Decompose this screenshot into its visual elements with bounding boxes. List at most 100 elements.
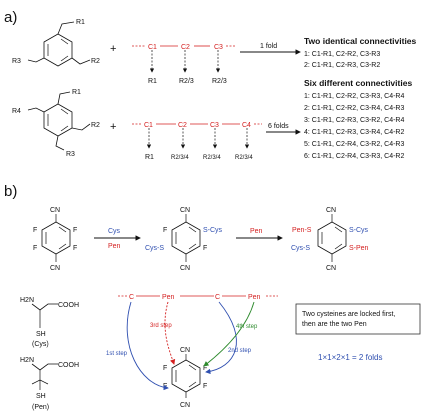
plus-sign-1: +	[110, 43, 116, 55]
m2-cys-s: Cys-S	[145, 245, 164, 252]
chain-node-pen-2: Pen	[248, 294, 261, 301]
different-item-2: 2: C1-R1, C2-R2, C3-R4, C4-R3	[304, 105, 404, 112]
tetrafluoro-dicyanobenzene	[41, 214, 71, 262]
note-text: Two cysteines are locked first, then are…	[302, 311, 397, 328]
plus-sign-2: +	[110, 121, 116, 133]
chain1-sub-1: R2/3	[179, 78, 194, 85]
different-item-5: 5: C1-R1, C2-R4, C3-R2, C4-R3	[304, 141, 404, 148]
core-cn-bottom: CN	[180, 402, 190, 409]
chain-node-pen-1: Pen	[162, 294, 175, 301]
chain-1	[132, 45, 236, 73]
m2-f-1: F	[163, 227, 167, 234]
pen-sh: SH	[36, 393, 46, 400]
different-item-1: 1: C1-R1, C2-R2, C3-R3, C4-R4	[304, 93, 404, 100]
step-4-label: 4th step	[236, 324, 258, 330]
m1-f-1: F	[33, 227, 37, 234]
mol2-sub-r3: R3	[66, 151, 75, 158]
note-line-2: then are the two Pen	[302, 321, 367, 328]
chain-node-c-2: C	[215, 294, 220, 301]
bis-cys-intermediate	[171, 214, 201, 262]
step1-arrow-curve	[126, 301, 169, 391]
core-cn-top: CN	[180, 347, 190, 354]
cys-name: (Cys)	[32, 341, 49, 348]
chain1-node-c1: C1	[148, 44, 157, 51]
m3-cys-s: Cys-S	[291, 245, 310, 252]
reagent-pen-1: Pen	[108, 243, 121, 250]
step-3-label: 3rd step	[150, 323, 172, 329]
m3-cn-top: CN	[326, 207, 336, 214]
core-f-2: F	[163, 383, 167, 390]
pen-h2n: H2N	[20, 357, 34, 364]
m1-f-3: F	[73, 227, 77, 234]
pen-cooh: COOH	[58, 362, 79, 369]
reagent-cys: Cys	[108, 228, 121, 235]
m2-cn-top: CN	[180, 207, 190, 214]
m3-pen-s: Pen-S	[292, 227, 312, 234]
core-f-4: F	[203, 383, 207, 390]
chain2-sub-3: R2/3/4	[235, 155, 253, 161]
m3-s-cys: S-Cys	[349, 227, 369, 234]
tetra-benzene-structure	[27, 91, 91, 151]
tri-benzene-structure	[27, 21, 91, 67]
chain2-node-c1: C1	[144, 122, 153, 129]
core-f-1: F	[163, 365, 167, 372]
chain1-node-c3: C3	[214, 44, 223, 51]
step-1-label: 1st step	[106, 351, 128, 357]
mol1-sub-r1: R1	[76, 19, 85, 26]
cys-sh: SH	[36, 331, 46, 338]
core-f-3: F	[203, 365, 207, 372]
chain2-sub-2: R2/3/4	[203, 155, 221, 161]
chain-node-c-1: C	[129, 294, 134, 301]
chain-2	[132, 123, 262, 149]
different-item-4: 4: C1-R1, C2-R3, C3-R4, C4-R2	[304, 129, 404, 136]
m2-s-cys: S-Cys	[203, 227, 223, 234]
identical-title: Two identical connectivities	[304, 36, 417, 46]
folds-formula: 1×1×2×1 = 2 folds	[318, 353, 383, 362]
step3-arrow-curve	[164, 301, 176, 365]
cysteine-structure	[31, 303, 58, 328]
fold6-label: 6 folds	[268, 123, 289, 130]
step2-arrow-curve	[205, 301, 237, 375]
identical-item-2: 2: C1-R1, C2-R3, C3-R2	[304, 62, 380, 69]
different-title: Six different connectivities	[304, 78, 412, 88]
m1-f-4: F	[73, 245, 77, 252]
chain2-node-c2: C2	[178, 122, 187, 129]
step4-arrow-curve	[203, 301, 255, 367]
chain2-node-c4: C4	[242, 122, 251, 129]
chain2-node-c3: C3	[210, 122, 219, 129]
panel-b-label: b)	[4, 183, 17, 200]
different-item-3: 3: C1-R1, C2-R3, C3-R2, C4-R4	[304, 117, 404, 124]
penicillamine-structure	[31, 363, 58, 390]
mol2-sub-r4: R4	[12, 108, 21, 115]
chain1-sub-2: R2/3	[212, 78, 227, 85]
core-ring	[171, 354, 201, 398]
chain1-sub-0: R1	[148, 78, 157, 85]
chain2-sub-1: R2/3/4	[171, 155, 189, 161]
note-box	[295, 303, 421, 335]
mol2-sub-r2: R2	[91, 122, 100, 129]
chain2-sub-0: R1	[145, 154, 154, 161]
m3-s-pen: S-Pen	[349, 245, 369, 252]
chain1-node-c2: C2	[181, 44, 190, 51]
cys-cooh: COOH	[58, 302, 79, 309]
reagent-pen-2: Pen	[250, 228, 263, 235]
final-product	[317, 214, 347, 262]
m3-cn-bottom: CN	[326, 265, 336, 272]
m1-f-2: F	[33, 245, 37, 252]
cys-h2n: H2N	[20, 297, 34, 304]
fold1-label: 1 fold	[260, 43, 277, 50]
pen-name: (Pen)	[32, 404, 49, 411]
different-item-6: 6: C1-R1, C2-R4, C3-R3, C4-R2	[304, 153, 404, 160]
panel-a-label: a)	[4, 9, 17, 26]
mol1-sub-r2: R2	[91, 58, 100, 65]
identical-item-1: 1: C1-R1, C2-R2, C3-R3	[304, 51, 380, 58]
note-line-1: Two cysteines are locked first,	[302, 311, 395, 318]
m1-cn-top: CN	[50, 207, 60, 214]
m1-cn-bottom: CN	[50, 265, 60, 272]
mol1-sub-r3: R3	[12, 58, 21, 65]
mol2-sub-r1: R1	[72, 89, 81, 96]
m2-f-2: F	[203, 245, 207, 252]
m2-cn-bottom: CN	[180, 265, 190, 272]
step-2-label: 2nd step	[228, 348, 252, 354]
